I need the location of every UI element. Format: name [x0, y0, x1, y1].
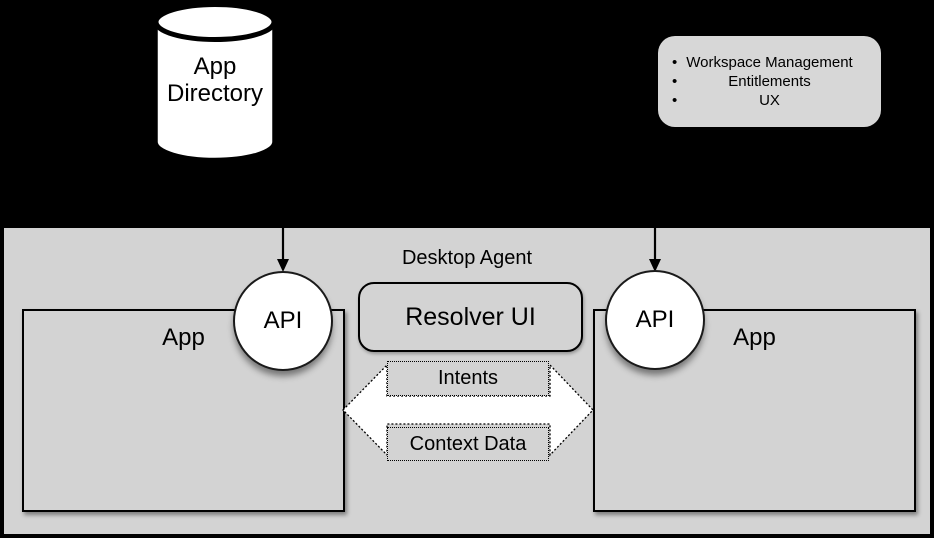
context-data-label-box: Context Data — [387, 427, 549, 461]
cylinder-body — [154, 22, 276, 162]
arrow-head — [649, 259, 661, 272]
app-directory-to-api-arrow-icon — [277, 227, 289, 272]
left-api-circle: API — [233, 271, 333, 371]
arrow-head — [277, 259, 289, 272]
left-app-label: App — [162, 324, 205, 351]
bullet-dot: • — [672, 54, 678, 71]
app-directory-label: App Directory — [166, 53, 263, 107]
resolver-ui-box: Resolver UI — [358, 282, 583, 352]
features-box: • Workspace Management • Entitlements • … — [658, 36, 881, 127]
right-api-circle: API — [605, 270, 705, 370]
context-data-label: Context Data — [409, 432, 527, 455]
feature-item-label: Workspace Management — [686, 54, 853, 71]
feature-item: • Entitlements — [658, 72, 881, 91]
intents-label: Intents — [437, 367, 499, 389]
intents-label-box: Intents — [387, 361, 549, 396]
cylinder-top-ellipse — [153, 2, 277, 42]
bullet-dot: • — [672, 92, 678, 109]
feature-item-label: Entitlements — [728, 73, 811, 90]
right-app-label: App — [733, 324, 776, 351]
right-api-label: API — [635, 306, 675, 333]
feature-item-label: UX — [759, 92, 780, 109]
desktop-agent-title: Desktop Agent — [401, 247, 533, 269]
features-to-api-arrow-icon — [649, 227, 661, 272]
feature-item: • UX — [658, 91, 881, 110]
feature-item: • Workspace Management — [658, 53, 881, 72]
resolver-ui-label: Resolver UI — [405, 302, 536, 331]
left-api-label: API — [263, 307, 303, 334]
bullet-dot: • — [672, 73, 678, 90]
app-directory-cylinder-icon — [153, 2, 277, 162]
